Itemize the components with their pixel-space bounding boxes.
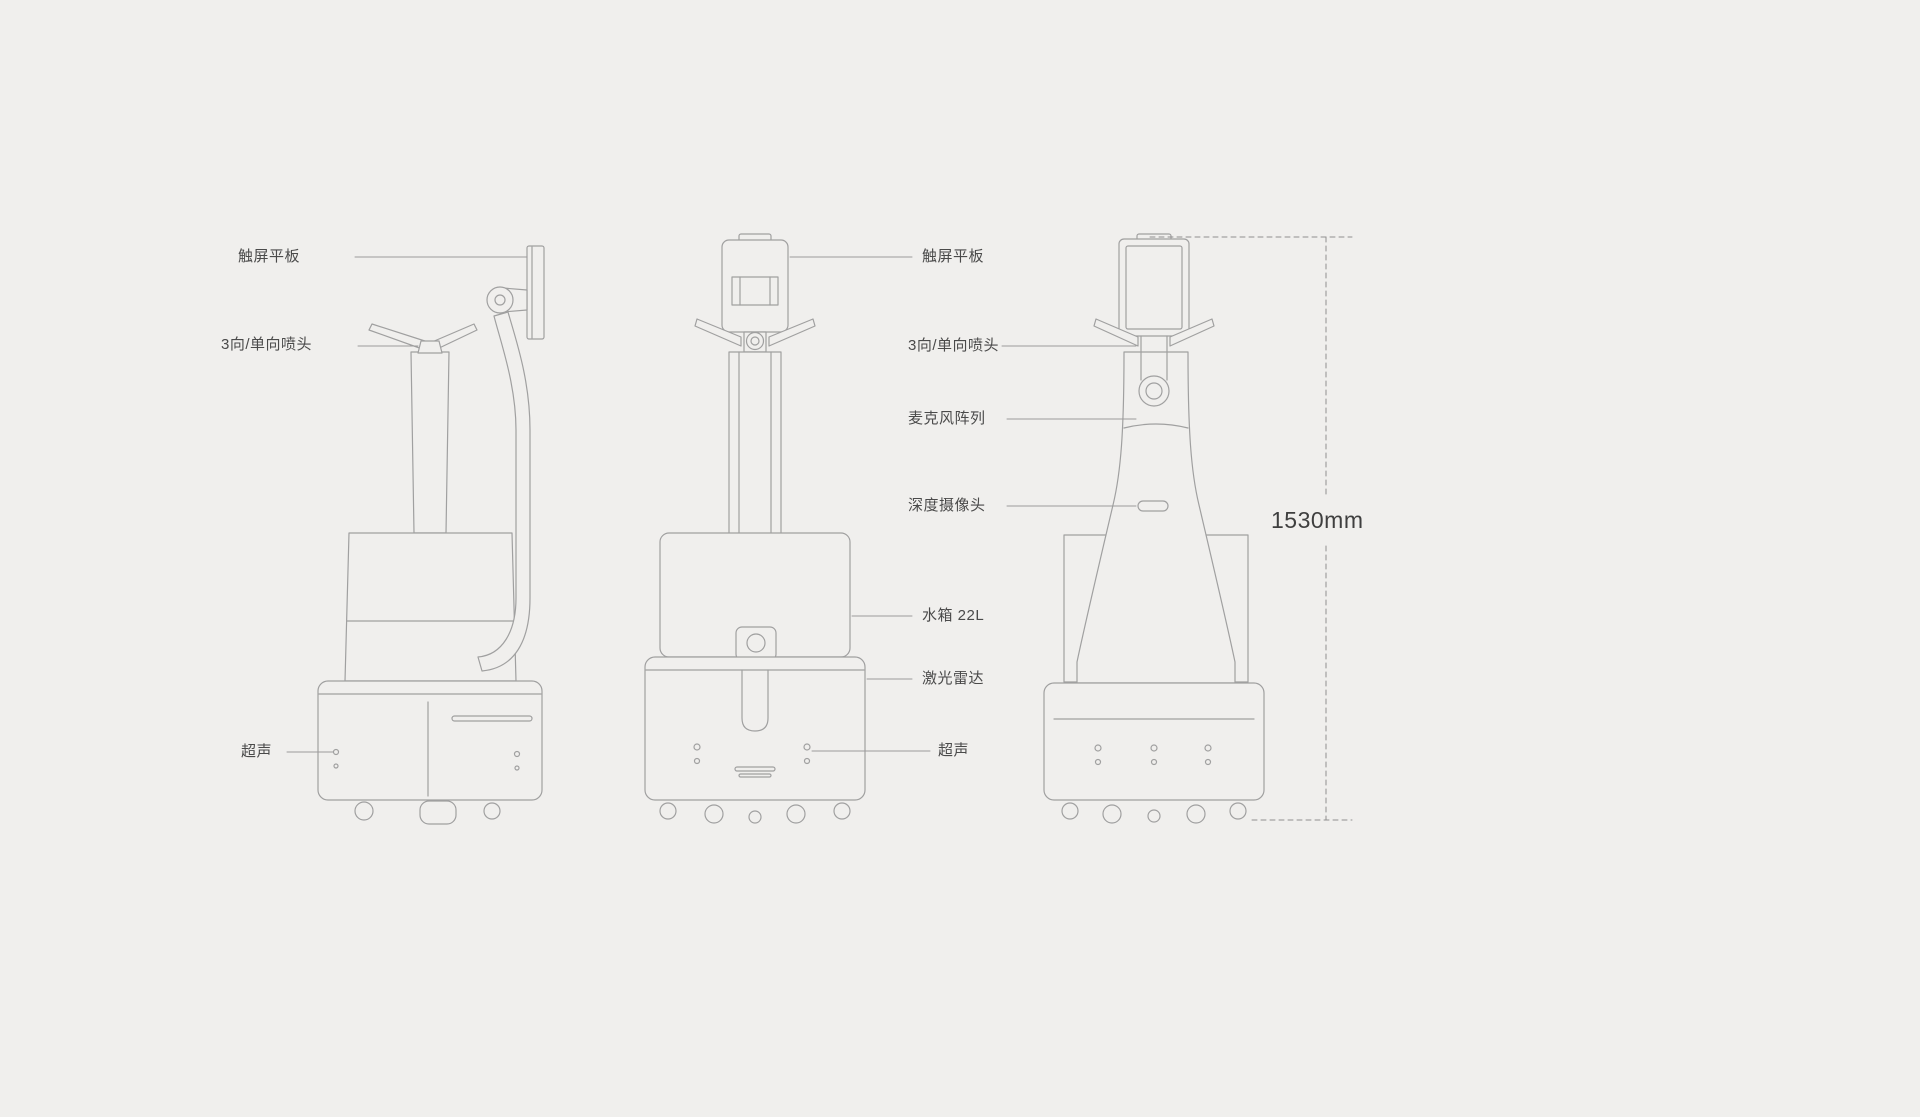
front-ultrasonic-sensor [803,743,811,751]
label-nozzle-left: 3向/单向喷头 [220,336,312,353]
side-handle-tube [477,311,531,672]
screen-spray-nozzle [1093,318,1215,347]
front-neck-column [728,351,782,536]
screen-tablet [1118,233,1190,337]
leader-lines [286,256,1137,753]
side-wheels [354,800,501,825]
side-tablet [526,245,545,340]
screen-ultrasonic-sensor [1150,744,1158,752]
side-ultrasonic-sensor [514,765,520,771]
label-microphone-array: 麦克风阵列 [908,410,986,427]
front-wheels [659,802,851,824]
label-lidar: 激光雷达 [922,670,985,687]
front-lidar-window [741,669,769,732]
label-ultrasonic-left: 超声 [240,743,272,760]
label-water-tank: 水箱 22L [922,607,985,624]
front-spray-nozzle [694,318,816,353]
robot-front-view-screen [1043,233,1265,824]
front-ultrasonic-sensor [693,743,701,751]
label-depth-camera: 深度摄像头 [908,497,986,514]
side-tablet-mount [486,286,528,314]
screen-ultrasonic-sensor [1150,758,1158,766]
robot-side-view [317,245,545,825]
side-ultrasonic-sensor [333,763,339,769]
front-base [644,656,866,801]
screen-ultrasonic-sensor [1094,744,1102,752]
screen-ultrasonic-sensor [1204,758,1212,766]
robot-front-view [644,233,866,824]
side-base [317,680,543,801]
label-nozzle: 3向/单向喷头 [908,337,1000,354]
front-tablet-edge [721,233,789,333]
front-ultrasonic-sensor [693,757,701,765]
dimension-lines [1149,236,1353,821]
side-ultrasonic-sensor [513,750,521,758]
screen-wheels [1061,802,1247,824]
screen-ultrasonic-sensor [1204,744,1212,752]
side-neck-column [410,351,450,534]
side-spray-nozzle [368,323,478,354]
screen-depth-camera [1137,500,1169,512]
label-touchscreen-tablet: 触屏平板 [922,248,985,265]
screen-base [1043,682,1265,801]
label-ultrasonic: 超声 [938,742,970,759]
front-ultrasonic-sensor [803,757,811,765]
label-height-dimension: 1530mm [1271,507,1364,533]
screen-neck-joint [1138,335,1170,407]
screen-ultrasonic-sensor [1094,758,1102,766]
front-water-tank [659,532,851,661]
label-touchscreen-tablet-left: 触屏平板 [237,248,300,265]
